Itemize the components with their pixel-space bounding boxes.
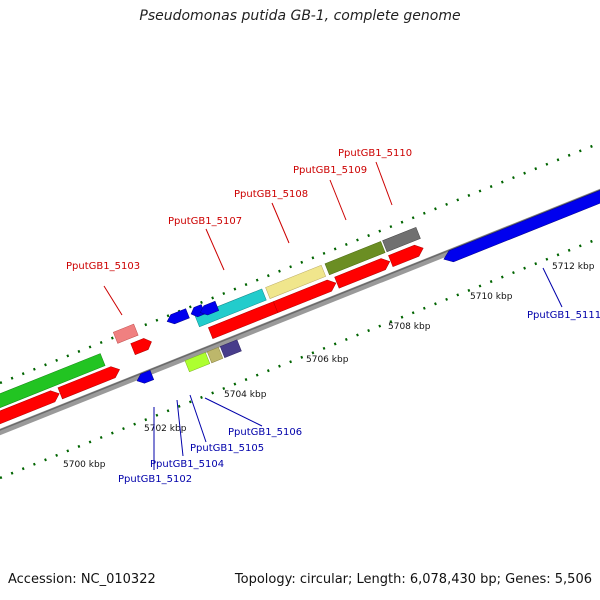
footer: Accession: NC_010322 Topology: circular;… [8,572,592,587]
gene-minus-1 [136,369,155,384]
gene-label-minus: PputGB1_5111 [527,310,600,321]
scale-label: 5700 kbp [63,460,106,470]
gene-khaki-1 [265,264,327,299]
gene-label-plus: PputGB1_5108 [234,189,308,200]
gene-label-minus: PputGB1_5104 [150,459,224,470]
gene-olive-1 [324,241,386,276]
scale-label: 5712 kbp [552,262,595,272]
gene-label-minus: PputGB1_5106 [228,427,302,438]
scale-label: 5710 kbp [470,292,513,302]
map-title: Pseudomonas putida GB-1, complete genome [139,8,461,24]
gene-plus-7 [388,244,424,268]
gene-slate-1 [219,339,242,358]
gene-lime-1 [184,352,211,373]
gene-pink-1 [112,323,139,344]
gene-tan-1 [206,346,224,364]
gene-label-minus: PputGB1_5105 [190,443,264,454]
gene-green-1 [0,353,106,418]
scale-label: 5702 kbp [144,424,187,434]
plus-strand-genes [0,226,424,432]
gene-minus-2 [166,308,190,325]
leader-lines [103,161,563,470]
gene-plus-3 [130,338,152,356]
gene-plus-1 [0,390,60,432]
scale-labels: 5700 kbp 5702 kbp 5704 kbp 5706 kbp 5708… [63,262,595,470]
gene-label-plus: PputGB1_5110 [338,148,412,159]
gene-minus-5 [443,173,600,263]
gene-label-plus: PputGB1_5103 [66,261,140,272]
scale-label: 5708 kbp [388,322,431,332]
gene-grey-1 [382,226,421,253]
backbone [0,188,600,436]
topology-text: Topology: circular; Length: 6,078,430 bp… [234,572,592,587]
scale-label: 5706 kbp [306,355,349,365]
gene-label-plus: PputGB1_5109 [293,165,367,176]
gene-plus-5 [273,279,337,314]
gene-plus-2 [57,366,120,400]
gene-plus-6 [334,258,391,289]
gene-minus-3 [190,304,206,318]
accession-text: Accession: NC_010322 [8,572,156,587]
gene-labels: PputGB1_5103 PputGB1_5107 PputGB1_5108 P… [66,148,600,485]
gene-minus-4 [199,300,220,316]
gene-label-minus: PputGB1_5102 [118,474,192,485]
minus-strand-genes [136,173,600,384]
scale-label: 5704 kbp [224,390,267,400]
gene-label-plus: PputGB1_5107 [168,216,242,227]
gene-cyan-1 [194,288,267,328]
